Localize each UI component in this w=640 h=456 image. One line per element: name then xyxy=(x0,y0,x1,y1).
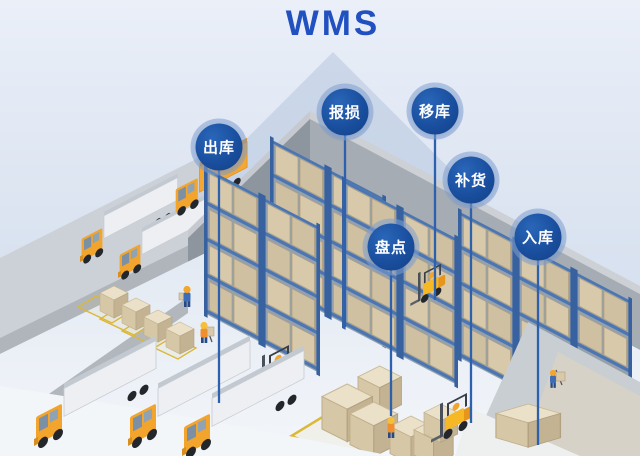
callout-damage-report: 报损 xyxy=(321,88,369,136)
callout-pins xyxy=(217,129,540,445)
callout-label: 出库 xyxy=(202,139,235,157)
callout-outbound: 出库 xyxy=(195,123,243,171)
pallet-stack xyxy=(165,321,195,355)
staging-area xyxy=(77,285,215,360)
page-title: WMS xyxy=(285,4,381,43)
callout-label: 入库 xyxy=(521,229,554,247)
callout-label: 盘点 xyxy=(374,239,407,257)
callout-label: 补货 xyxy=(454,172,487,190)
callout-label: 移库 xyxy=(418,103,451,121)
callout-stocktake: 盘点 xyxy=(367,223,415,271)
callout-replenishment: 补货 xyxy=(447,156,495,204)
callout-transfer: 移库 xyxy=(411,87,459,135)
callout-label: 报损 xyxy=(328,104,361,122)
callout-inbound: 入库 xyxy=(514,213,562,261)
